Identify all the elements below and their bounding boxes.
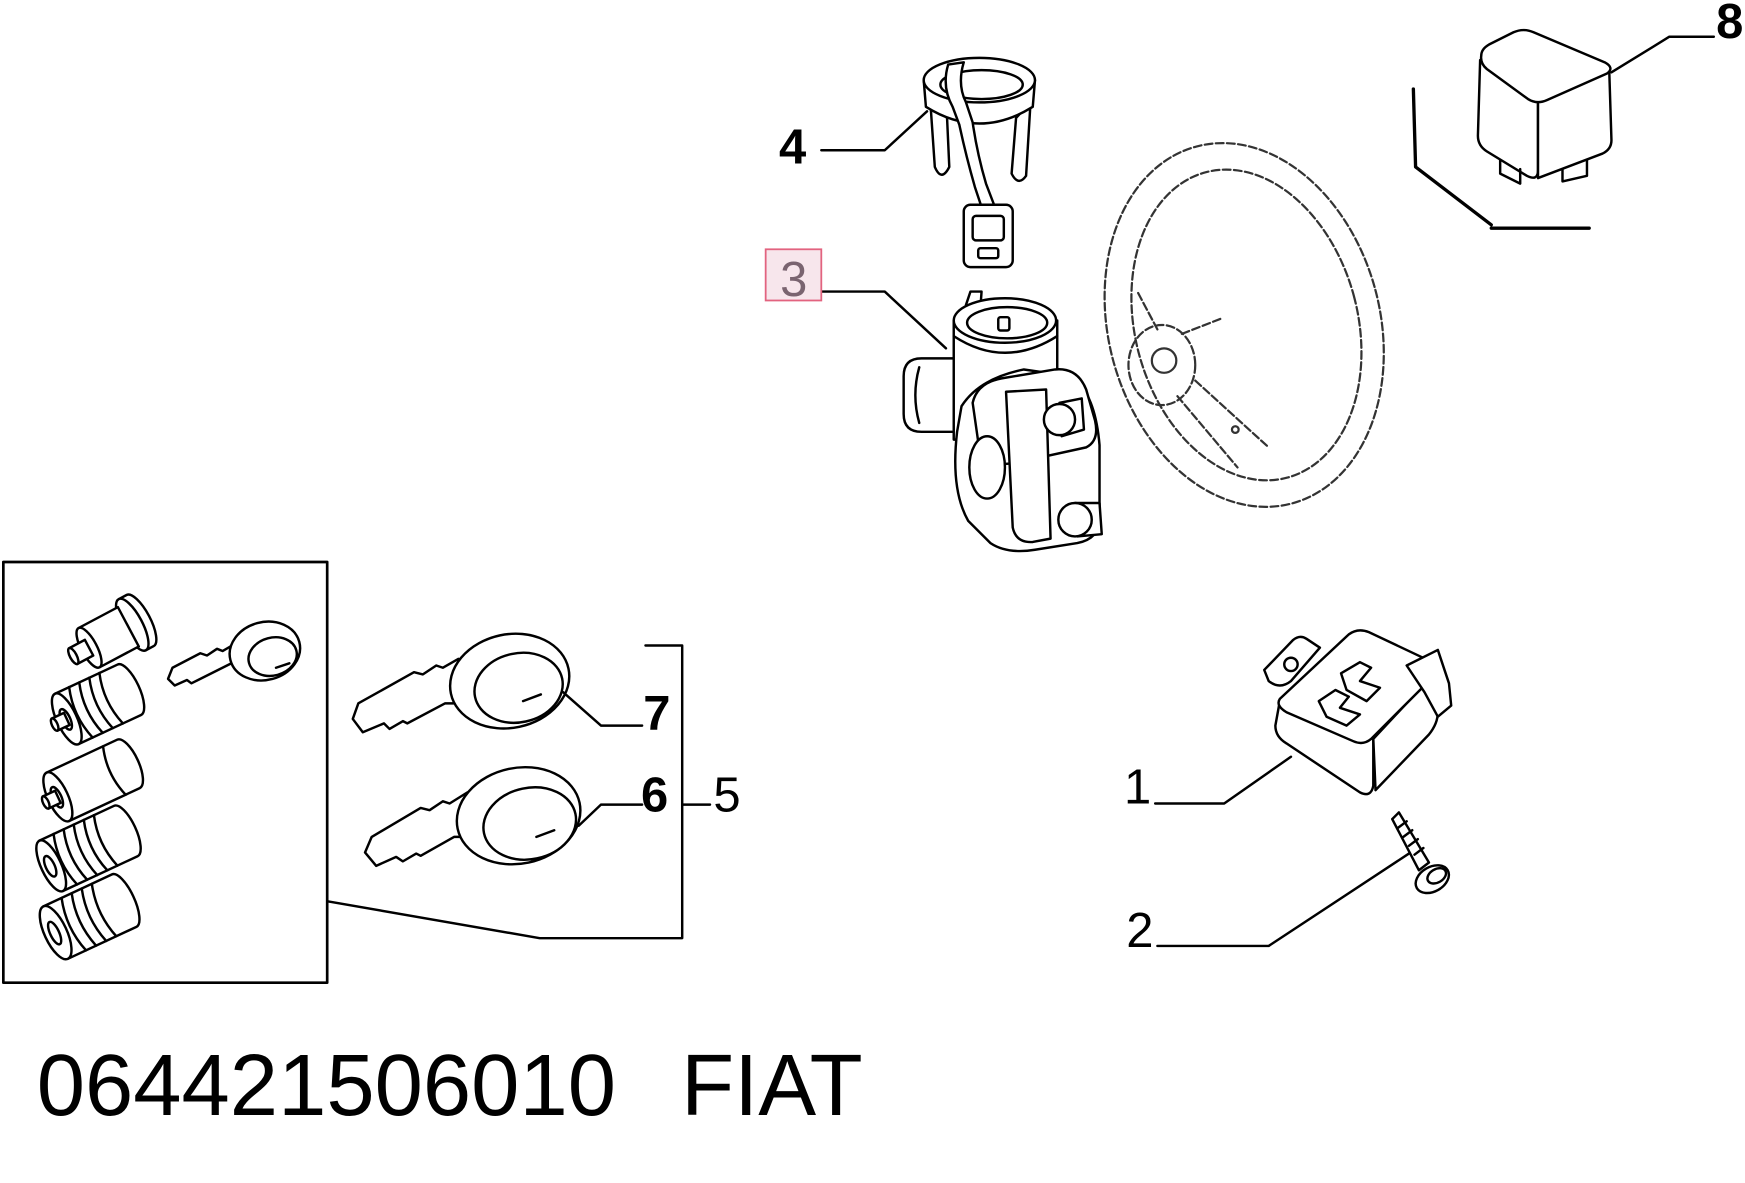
cylinder-ring	[101, 745, 127, 796]
brand-name: FIAT	[681, 1037, 863, 1134]
key-logo	[521, 693, 543, 703]
screw-head-top	[1426, 866, 1448, 885]
small-key	[166, 620, 302, 687]
wheel-nut	[1150, 347, 1178, 374]
callout-1[interactable]: 1	[1124, 761, 1151, 815]
key-logo	[535, 828, 556, 839]
callout-3[interactable]: 3	[780, 253, 807, 307]
switch-key-slot	[997, 315, 1011, 332]
callout-7[interactable]: 7	[643, 687, 670, 741]
collar-part-4	[922, 56, 1037, 269]
lock-cylinder	[66, 593, 158, 669]
leader-8	[1610, 35, 1716, 74]
cylinder-face	[38, 904, 73, 961]
collar-finger-right	[1010, 101, 1032, 183]
callout-2[interactable]: 2	[1126, 904, 1153, 958]
cylinder-springs	[60, 882, 118, 952]
leader-1	[1153, 755, 1293, 805]
leader-7	[561, 690, 644, 727]
switch-side-boss-edge	[914, 366, 921, 425]
parts-drawing	[2, 28, 1613, 985]
connector-socket	[976, 246, 1000, 260]
module-mount-hole	[1283, 656, 1299, 673]
cylinder-shaft-end	[49, 717, 60, 732]
callout-3-highlight	[764, 248, 823, 302]
ignition-switch-part-3	[902, 290, 1103, 553]
leader-2	[1156, 852, 1411, 948]
steering-wheel	[1103, 141, 1385, 508]
collar-finger-left	[929, 101, 951, 176]
leader-6	[577, 803, 644, 827]
key-blade	[363, 791, 469, 868]
bolt-head-lower	[1057, 501, 1093, 538]
clamp-opening	[968, 435, 1007, 500]
module-connector	[1405, 648, 1453, 718]
switch-side-boss	[902, 357, 959, 434]
module-part-1	[1263, 629, 1453, 796]
relay-pin	[1561, 159, 1589, 183]
key-blade	[351, 657, 460, 734]
bolt-head-upper	[1042, 402, 1077, 437]
callout-6[interactable]: 6	[641, 768, 668, 822]
key-head-inset	[247, 636, 299, 678]
module-slot	[1317, 688, 1362, 727]
key-logo	[274, 662, 291, 669]
wheel-rim-outer	[1103, 141, 1385, 508]
lock-cylinder	[40, 738, 145, 823]
part-number: 064421506010	[37, 1037, 616, 1134]
lock-cylinder	[49, 662, 146, 746]
cylinder-keyway	[42, 854, 58, 878]
key-part-6	[363, 765, 582, 868]
connector-latch	[971, 214, 1006, 242]
callout-4[interactable]: 4	[779, 121, 806, 175]
key-head-inset	[482, 786, 578, 861]
leader-lines	[327, 35, 1716, 948]
screw-part-2	[1390, 811, 1451, 895]
relay-bracket-line	[1411, 87, 1591, 230]
callout-8[interactable]: 8	[1716, 0, 1743, 49]
relay-part-8	[1476, 28, 1613, 185]
lock-set-frame	[2, 560, 329, 985]
module-front-face	[1274, 699, 1375, 796]
wheel-rim-inner	[1130, 168, 1363, 482]
key-head-inset	[473, 651, 564, 724]
callout-5[interactable]: 5	[713, 768, 740, 822]
key-part-7	[351, 632, 571, 734]
leader-3	[820, 290, 948, 350]
wheel-hole	[1230, 425, 1240, 435]
cylinder-keyway	[46, 920, 63, 946]
screw-threads	[1396, 820, 1425, 856]
wheel-spokes	[1136, 290, 1270, 469]
leader-5-bracket	[327, 644, 712, 940]
switch-band	[952, 334, 1059, 354]
key-blade	[166, 642, 238, 687]
lock-cylinder	[38, 872, 141, 961]
cylinder-shaft-end	[66, 646, 80, 666]
cylinder-shaft-end	[40, 795, 51, 810]
lock-cylinder	[35, 804, 142, 893]
relay-top-face	[1479, 28, 1612, 104]
module-slot	[1339, 660, 1382, 703]
leader-4	[820, 110, 929, 152]
wheel-hub	[1127, 323, 1197, 407]
relay-pin	[1498, 159, 1522, 185]
clamp-jaw	[1004, 388, 1052, 544]
